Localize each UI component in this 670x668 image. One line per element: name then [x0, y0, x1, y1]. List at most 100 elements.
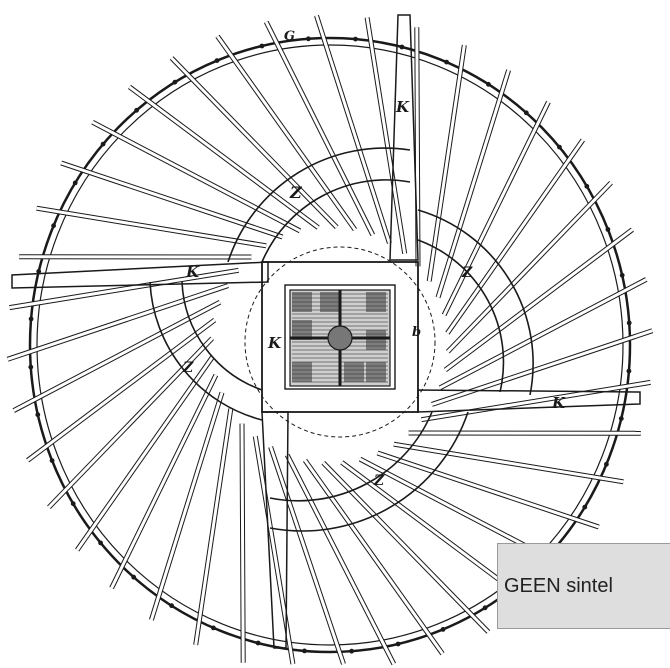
rim-bolt [582, 504, 588, 510]
hub-wedge [292, 292, 312, 312]
rim-bolt [98, 540, 103, 546]
rim-bolt [169, 603, 175, 609]
spoke [365, 17, 407, 254]
rim-bolt [134, 107, 140, 113]
label-k-top: K [395, 98, 410, 116]
label-k-center: K [267, 334, 282, 352]
spoke [431, 329, 653, 406]
spoke [110, 374, 218, 589]
rim-bolt [349, 648, 354, 654]
rim-bolt [214, 58, 220, 63]
spoke [26, 318, 216, 462]
rim-bolt [51, 223, 56, 229]
spoke [7, 284, 229, 361]
caption-text: GEEN sintel [504, 574, 613, 597]
rim-bolt [626, 368, 632, 374]
spoke [36, 206, 267, 248]
label-b: b [412, 325, 421, 340]
spoke [444, 228, 634, 372]
spoke [264, 21, 375, 236]
rim-bolt [604, 461, 609, 467]
rim-bolt [28, 316, 34, 322]
rim-bolt [35, 412, 41, 418]
spoke [170, 56, 338, 229]
rim-bolt [306, 36, 311, 42]
rim-bolt [486, 81, 491, 87]
rim-bolt [440, 627, 446, 632]
rim-bolt [259, 43, 265, 49]
segment-right [417, 209, 534, 396]
spoke [149, 392, 224, 621]
rim-bolt [626, 320, 632, 326]
spoke [315, 15, 391, 244]
outer-rim [28, 36, 632, 654]
spoke [377, 451, 600, 529]
hub-wedge [292, 362, 312, 382]
label-z-left: Z [182, 360, 194, 376]
rim-bolt [302, 648, 307, 654]
rim-bolt [353, 36, 358, 42]
spoke [91, 120, 301, 233]
hub-wedge [366, 362, 386, 382]
outer-rim-inner-edge [36, 44, 624, 646]
spoke [393, 442, 624, 484]
spoke [75, 355, 214, 551]
rim-bolt [618, 416, 624, 421]
rim-bolt [172, 79, 178, 85]
spoke [240, 423, 245, 663]
label-k-right: K [551, 394, 566, 412]
rim-bolt [28, 364, 34, 370]
label-z-right: Z [461, 265, 473, 281]
rim-bolt [605, 227, 611, 232]
label-k-left: K [185, 263, 200, 281]
rim-bolt [444, 59, 449, 65]
rim-bolt [557, 144, 562, 150]
axle [327, 325, 353, 351]
rim-bolt [523, 110, 529, 116]
spoke [194, 408, 233, 646]
rim-bolt [70, 501, 76, 507]
label-z-bottom: Z [373, 473, 385, 489]
spoke [439, 278, 647, 390]
spoke [269, 446, 345, 665]
spoke [442, 101, 550, 316]
spoke [285, 454, 396, 665]
spoke [427, 44, 466, 282]
spoke [421, 380, 651, 422]
spoke [446, 181, 613, 353]
rim-bolt [36, 269, 42, 274]
spoke [322, 461, 490, 634]
rim-bolt [395, 641, 401, 647]
rim-bolt [584, 183, 590, 189]
label-z-top: Z [289, 183, 303, 202]
segment-left [149, 281, 263, 421]
rim-bolt [619, 272, 625, 278]
spoke [446, 139, 585, 335]
rim-bolt [131, 574, 137, 580]
segment-top [227, 147, 411, 263]
dashed-circle [244, 246, 436, 438]
spoke [303, 459, 444, 655]
spoke [128, 85, 320, 229]
rim-bolt [211, 625, 216, 631]
hub-wedge [366, 292, 386, 312]
hub-wedge [320, 292, 340, 312]
rim-bolt [49, 458, 55, 463]
rim-bolt [399, 44, 405, 50]
label-g: G [284, 29, 295, 44]
spoke [415, 27, 420, 267]
spoke [216, 35, 357, 231]
spoke [47, 337, 214, 509]
rim-bolt [482, 605, 488, 611]
spoke [436, 69, 511, 298]
rim-bolts [28, 36, 632, 654]
segment-bottom [269, 411, 469, 532]
rim-bolt [100, 141, 106, 147]
center-frame-inner [284, 284, 396, 390]
hub-wedge [366, 330, 386, 350]
hub-wedge [344, 362, 364, 382]
spoke [13, 300, 221, 412]
arm-top [389, 14, 419, 261]
arm-left [11, 261, 269, 289]
rim-bolt [255, 640, 261, 646]
